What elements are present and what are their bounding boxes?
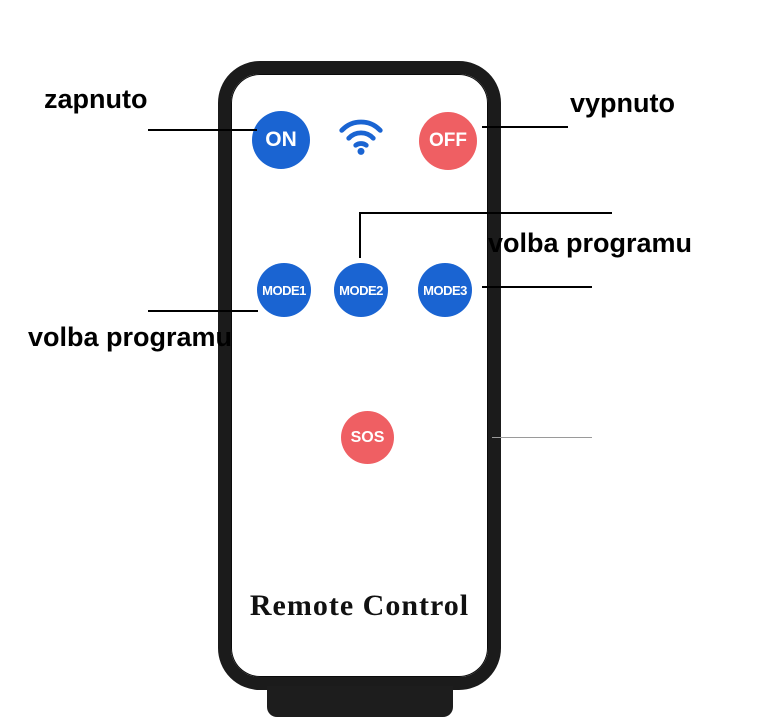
annotation-vypnuto: vypnuto [570,88,675,118]
leader-line-mode2-vertical [359,212,361,258]
leader-line-mode2-horizontal [359,212,612,214]
remote-control-label: Remote Control [249,589,470,622]
leader-line-vypnuto [482,126,568,128]
remote-bottom-tab [267,686,453,717]
annotation-volba-programu-left: volba programu [28,322,233,352]
annotation-zapnuto: zapnuto [44,84,148,114]
leader-line-zapnuto [148,129,257,131]
mode3-button[interactable]: MODE3 [418,263,472,317]
leader-line-sos [492,437,592,438]
leader-line-mode3 [482,286,592,288]
sos-button[interactable]: SOS [341,411,394,464]
mode2-button[interactable]: MODE2 [334,263,388,317]
annotation-volba-programu-right: volba programu [488,228,693,258]
mode1-button[interactable]: MODE1 [257,263,311,317]
leader-line-volba-left [148,310,258,312]
wifi-icon [333,109,389,157]
off-button[interactable]: OFF [419,112,477,170]
on-button[interactable]: ON [252,111,310,169]
